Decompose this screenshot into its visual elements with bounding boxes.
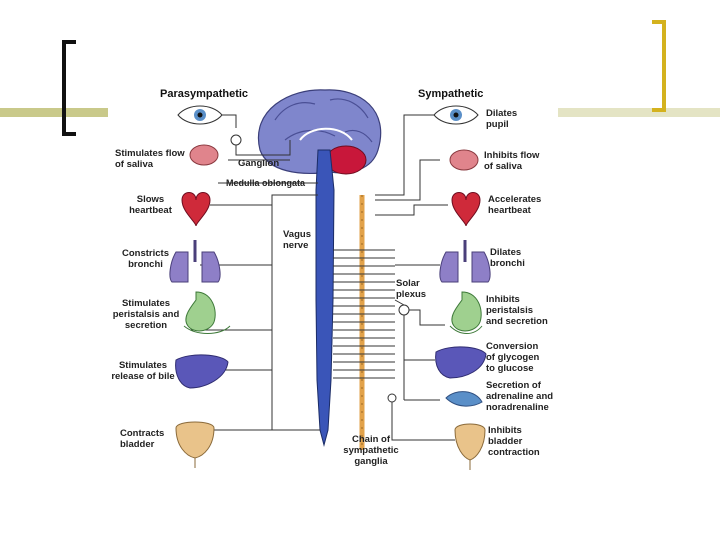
bracket-left [62,40,76,136]
spinal-cord [315,149,335,447]
parasympathetic-nerves [190,114,320,431]
medulla-oblongata-label: Medulla oblongata [226,178,306,188]
right-effect-glycogen: Conversion of glycogen to glucose [486,341,540,374]
right-effect-saliva: Inhibits flow of saliva [484,150,540,172]
right-effect-bronchi: Dilates bronchi [490,247,525,269]
left-lungs [169,240,221,283]
left-heart [181,192,211,227]
left-effect-peristalsis: Stimulates peristalsis and secretion [112,298,180,331]
brain-folds [274,98,373,143]
sympathetic-nerves [375,114,455,441]
right-lungs [439,240,491,283]
ganglion-label: Ganglion [238,158,280,169]
accent-bar-right [545,108,720,117]
left-effect-saliva: Stimulates flow of saliva [115,148,185,170]
right-effect-pupil: Dilates pupil [486,108,518,130]
spinal-connections [333,249,395,379]
left-stomach [183,291,231,334]
left-effect-heartbeat: Slows heartbeat [129,194,172,216]
left-eye [177,105,223,125]
right-effect-bladder: Inhibits bladder contraction [488,425,540,458]
accent-bar-left [0,108,108,117]
left-liver [175,354,229,389]
right-effect-peristalsis: Inhibits peristalsis and secretion [486,294,548,327]
left-effect-bile: Stimulates release of bile [111,360,175,382]
right-stomach [449,291,483,334]
parasympathetic-header: Parasympathetic [160,88,249,100]
right-salivary-gland [449,149,479,171]
right-adrenal-gland [445,391,483,407]
right-heart [451,192,481,227]
right-liver [435,346,487,379]
right-bladder [454,423,486,470]
bracket-right [652,20,666,112]
left-effect-bladder: Contracts bladder [120,428,165,450]
sympathetic-header: Sympathetic [418,88,484,100]
chain-of-sympathetic-ganglia-label: Chain of sympathetic ganglia [343,434,399,467]
left-salivary-gland [189,144,219,166]
right-effect-heartbeat: Accelerates heartbeat [488,194,542,216]
right-eye [433,105,479,125]
solar-plexus-label: Solar plexus [396,278,427,300]
left-effect-bronchi: Constricts bronchi [122,248,169,270]
left-bladder [175,421,215,468]
vagus-nerve-label: Vagus nerve [283,229,311,251]
right-effect-adrenaline: Secretion of adrenaline and noradrenalin… [486,380,554,413]
brain-inner [299,127,353,141]
